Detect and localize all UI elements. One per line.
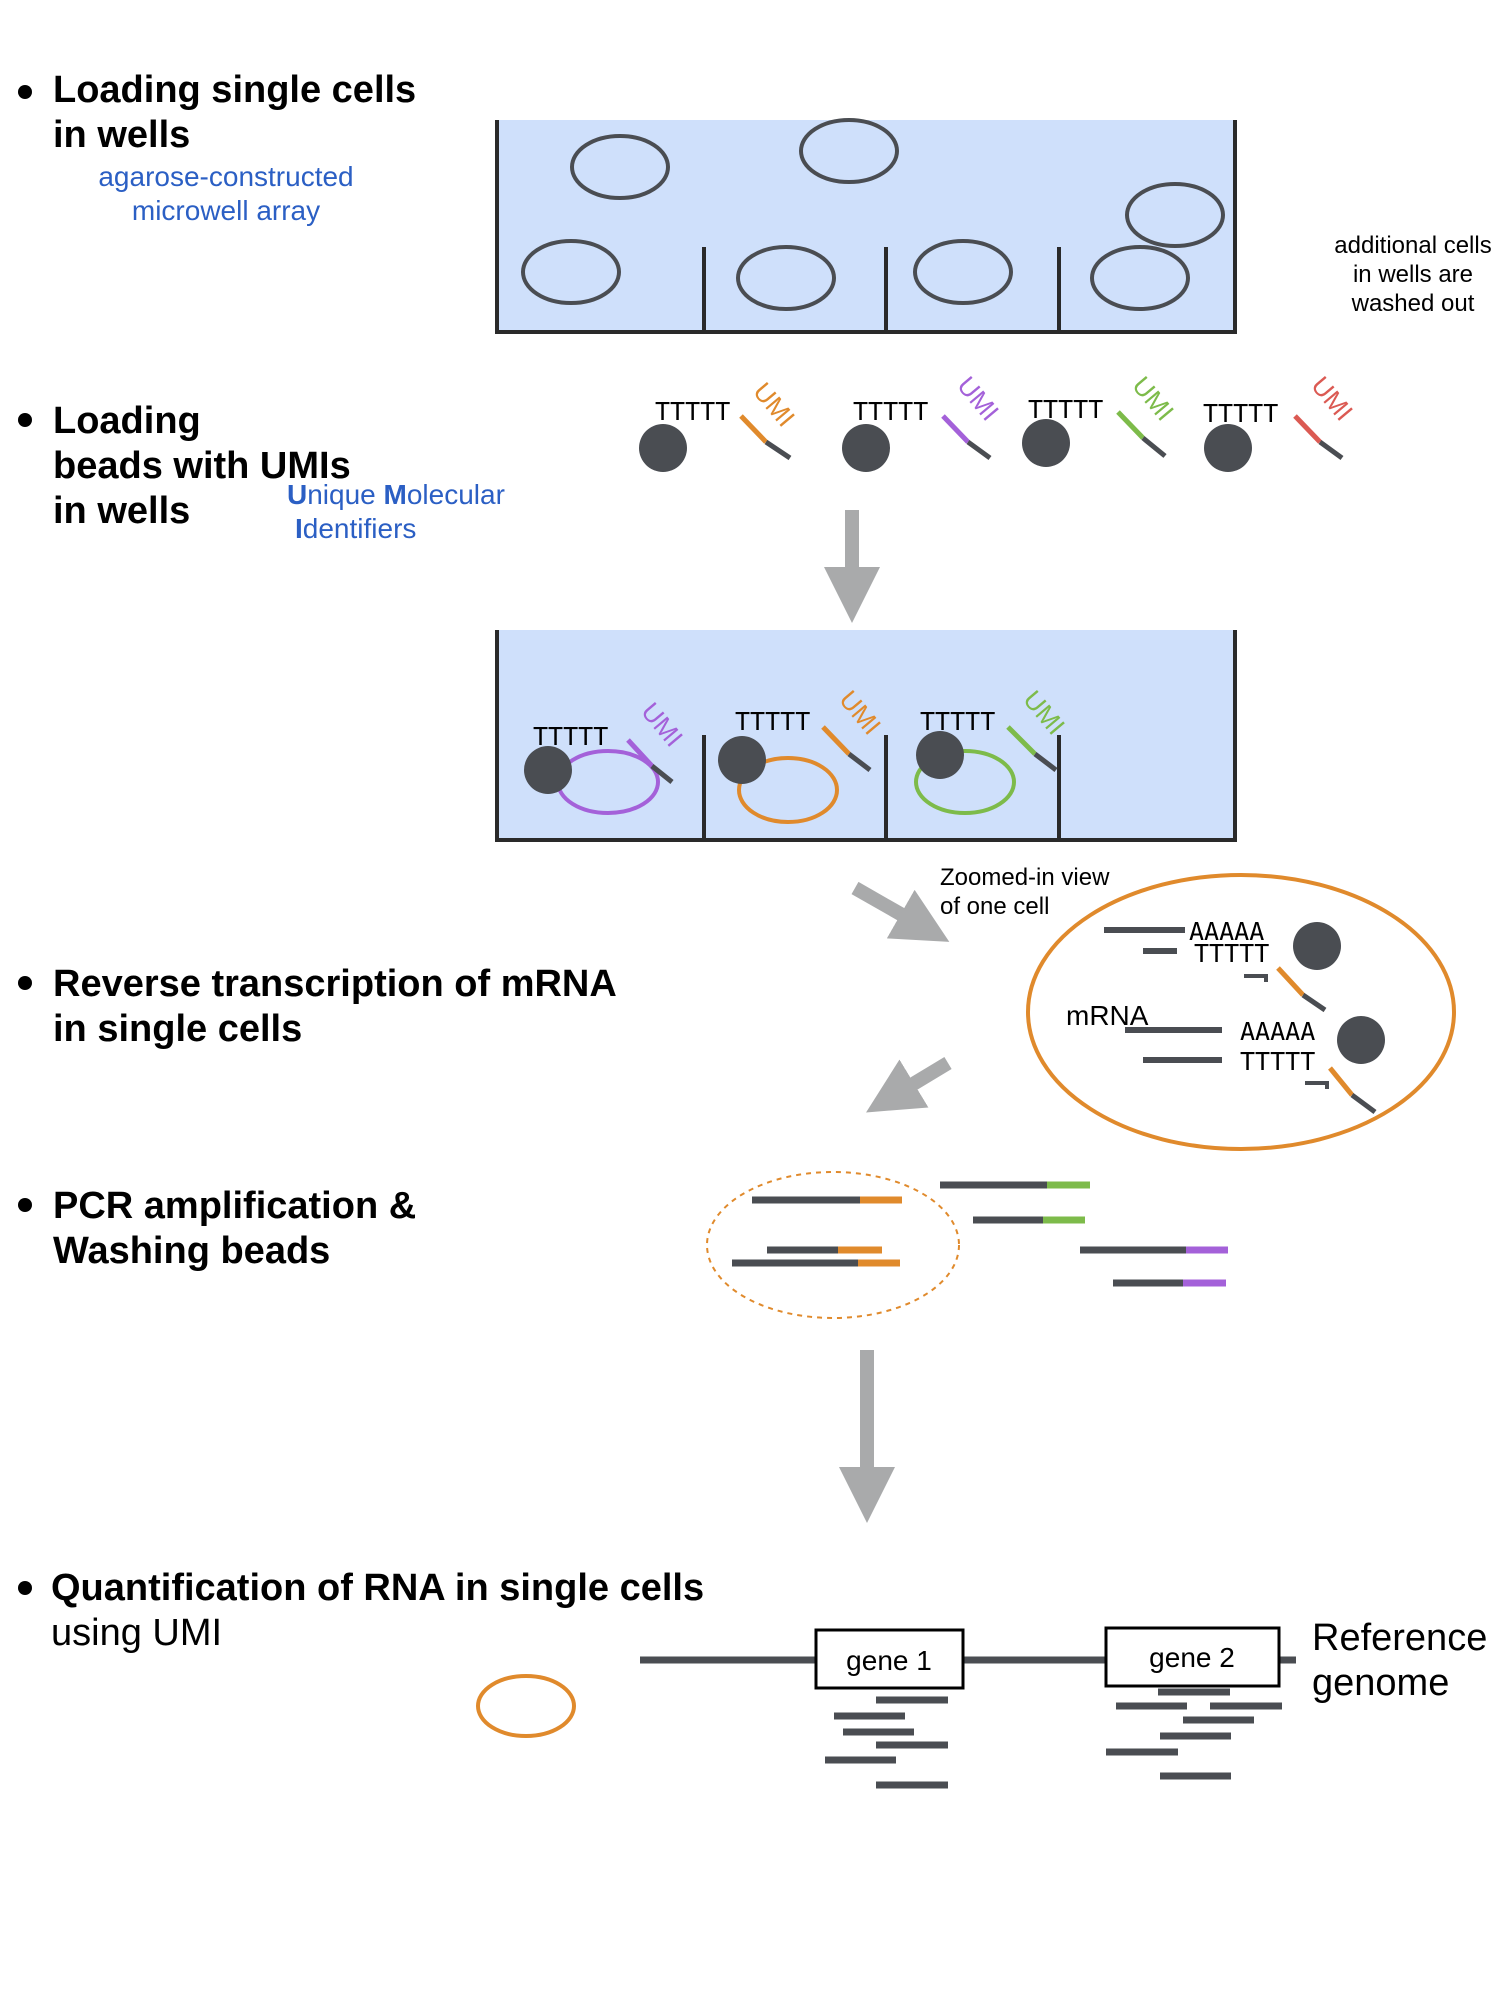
svg-text:UMI: UMI [1126,371,1180,427]
microwell-array-1 [495,118,1237,334]
cell [521,239,621,305]
step5-title-line1: Quantification of RNA in single cells [51,1567,704,1609]
svg-text:AAAAA: AAAAA [1240,1017,1315,1046]
aligned-reads-gene1 [825,1696,948,1789]
single-cell-icon [476,1674,576,1738]
step5-title-line2: using UMI [51,1612,222,1654]
svg-text:TTTTT: TTTTT [853,397,928,426]
svg-text:TTTTT: TTTTT [1028,395,1103,424]
step1-title-line2: in wells [53,114,190,156]
svg-text:TTTTT: TTTTT [655,397,730,426]
reference-label-line1: Reference [1312,1617,1487,1659]
pcr-products [706,1171,1228,1319]
reference-label-line2: genome [1312,1662,1449,1704]
step1-bullet [18,85,32,99]
reference-genome: gene 1 gene 2 [640,1626,1296,1690]
step4-title-line1: PCR amplification & [53,1185,416,1227]
zoom-note-line2: of one cell [940,893,1049,920]
zoomed-cell: AAAAA TTTTT mRNA AAAAA TTTTT [1026,873,1456,1151]
svg-text:UMI: UMI [1305,371,1359,427]
arrow-zoom-in [851,881,950,942]
svg-text:AAAAA: AAAAA [1189,917,1264,946]
barcoded-bead-purple: TTTTT UMI [842,371,1005,472]
step2-title-line3: in wells [53,490,190,532]
arrow-to-pcr [866,1057,952,1113]
step2-bullet [18,413,32,427]
barcoded-bead-green: TTTTT UMI [1022,371,1180,467]
svg-text:UMI: UMI [747,377,801,433]
svg-text:TTTTT: TTTTT [735,707,810,736]
step2-title-line1: Loading [53,400,201,442]
barcoded-bead-orange: TTTTT UMI [639,377,801,472]
cell [1090,245,1190,311]
barcoded-bead-red: TTTTT UMI [1203,371,1359,472]
cell [799,118,899,184]
step3-title-line1: Reverse transcription of mRNA [53,963,617,1005]
zoom-note-line1: Zoomed-in view [940,864,1110,891]
washed-note-line3: washed out [1351,290,1475,317]
step5-bullet [18,1581,32,1595]
cell [913,239,1013,305]
svg-text:UMI: UMI [951,371,1005,427]
microwell-note-line2: microwell array [132,195,320,226]
gene1-label: gene 1 [846,1645,932,1676]
svg-text:TTTTT: TTTTT [533,722,608,751]
gene2-label: gene 2 [1149,1642,1235,1673]
step3-bullet [18,976,32,990]
aligned-reads-gene2 [1106,1688,1282,1780]
microwell-note-line1: agarose-constructed [98,161,353,192]
gene2-box [1104,1626,1281,1688]
svg-text:TTTTT: TTTTT [920,707,995,736]
washed-note-line1: additional cells [1334,232,1491,259]
gene1-box [814,1628,965,1690]
cell [570,134,670,200]
step2-title-line2: beads with UMIs [53,445,351,487]
step1-title-line1: Loading single cells [53,69,416,111]
svg-text:TTTTT: TTTTT [1194,939,1269,968]
cell [1125,182,1225,248]
svg-text:TTTTT: TTTTT [1203,399,1278,428]
washed-note-line2: in wells are [1353,261,1473,288]
mrna-label: mRNA [1066,1000,1149,1031]
svg-text:TTTTT: TTTTT [1240,1047,1315,1076]
step4-title-line2: Washing beads [53,1230,330,1272]
step3-title-line2: in single cells [53,1008,302,1050]
cell [736,245,836,311]
umi-definition-line2: Identifiers [295,513,416,544]
step4-bullet [18,1198,32,1212]
umi-definition-line1: Unique Molecular [287,479,505,510]
microwell-array-2 [495,630,1237,842]
